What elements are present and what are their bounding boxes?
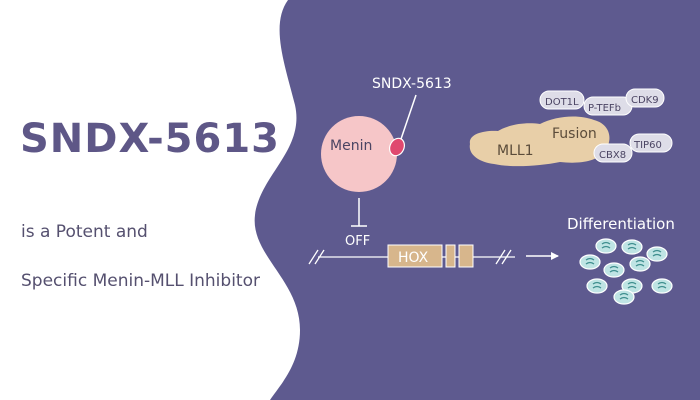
off-label: OFF bbox=[345, 234, 370, 249]
cell-icon bbox=[651, 278, 673, 294]
mll-fusion-complex: MLL1 Fusion DOT1L P-TEFb CDK9 CBX8 TIP60 bbox=[469, 88, 673, 167]
dna-break-left bbox=[308, 249, 325, 265]
exon-small-1 bbox=[445, 244, 456, 268]
cell-icon bbox=[595, 238, 617, 254]
cdk9-badge bbox=[625, 88, 665, 108]
mll1-label: MLL1 bbox=[497, 143, 534, 159]
purple-background bbox=[254, 0, 700, 400]
fusion-label: Fusion bbox=[552, 126, 597, 142]
menin-protein bbox=[321, 116, 397, 192]
cell-icon bbox=[579, 254, 601, 270]
hox-gene-track: HOX bbox=[308, 244, 515, 268]
drug-label: SNDX-5613 bbox=[372, 76, 452, 92]
cell-icon bbox=[586, 278, 608, 294]
drug-pointer-line bbox=[400, 94, 417, 140]
cell-icon bbox=[613, 289, 635, 305]
cell-icon bbox=[646, 246, 668, 262]
page-title: SNDX-5613 bbox=[20, 116, 280, 162]
hox-label: HOX bbox=[398, 250, 429, 266]
cbx8-badge bbox=[593, 143, 633, 163]
exon-small-2 bbox=[458, 244, 474, 268]
dot1l-badge bbox=[539, 90, 585, 110]
ptefb-label: P-TEFb bbox=[588, 103, 621, 114]
cell-icon bbox=[621, 239, 643, 255]
cdk9-label: CDK9 bbox=[631, 95, 659, 106]
tip60-badge bbox=[629, 133, 673, 153]
menin-label: Menin bbox=[330, 138, 372, 154]
subtitle-line-1: is a Potent and bbox=[21, 222, 148, 242]
cell-icon bbox=[629, 256, 651, 272]
hox-exon bbox=[387, 244, 443, 268]
tip60-label: TIP60 bbox=[633, 140, 662, 151]
dot1l-label: DOT1L bbox=[545, 97, 579, 108]
subtitle-line-2: Specific Menin-MLL Inhibitor bbox=[21, 271, 260, 291]
differentiation-label: Differentiation bbox=[567, 215, 675, 233]
cell-icon bbox=[603, 262, 625, 278]
mll-fusion-shape bbox=[469, 116, 610, 167]
cbx8-label: CBX8 bbox=[599, 150, 626, 161]
dna-break-right bbox=[495, 249, 512, 265]
